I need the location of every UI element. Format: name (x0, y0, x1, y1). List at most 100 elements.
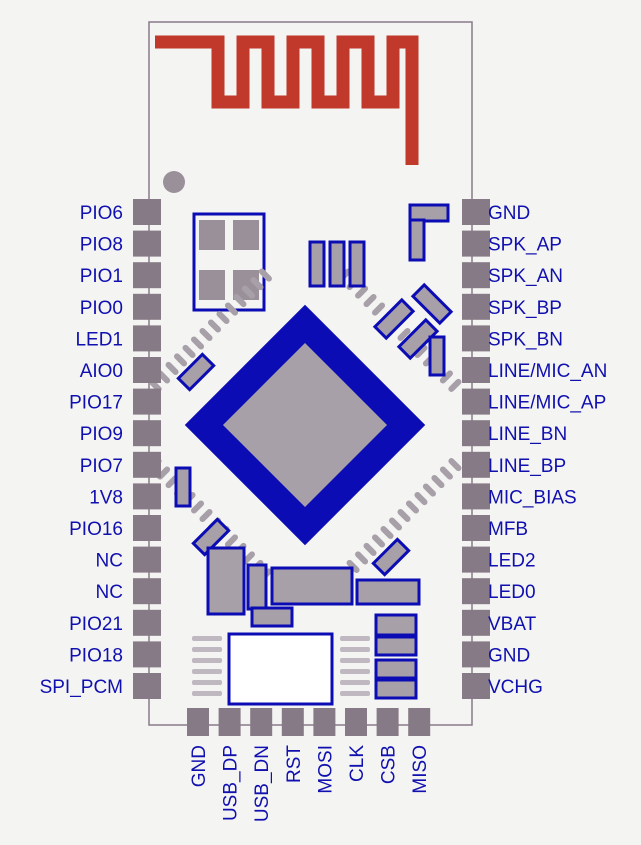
smd-component (308, 240, 326, 288)
flash-pin (340, 669, 370, 674)
flash-pin (192, 669, 222, 674)
bottom-pin-label: MISO (410, 745, 431, 794)
bottom-pad (250, 708, 273, 736)
chip-pin (174, 353, 188, 367)
left-pad (133, 515, 161, 541)
chip-pin (448, 458, 462, 472)
left-pad (133, 420, 161, 447)
bottom-pin-label: CLK (347, 745, 368, 782)
right-pad (462, 199, 490, 225)
chip-pin (414, 344, 428, 358)
smd-component (191, 517, 231, 557)
antenna-trace (155, 35, 419, 165)
chip-pin (199, 327, 213, 342)
chip-pin (439, 466, 453, 480)
chip-pin (346, 559, 360, 573)
left-pad (133, 293, 161, 320)
flash-pin (192, 658, 222, 663)
right-pin-label: LINE_BN (488, 424, 567, 445)
left-pin-label: LED1 (75, 329, 123, 350)
left-pin-label: PIO21 (69, 614, 123, 635)
chip-pin (190, 500, 205, 514)
right-pad (462, 325, 490, 352)
smd-component (374, 635, 418, 657)
right-pad (462, 641, 490, 668)
chip-pin (397, 508, 411, 523)
main-chip (184, 304, 426, 546)
left-pad (133, 199, 161, 225)
right-pad (462, 420, 490, 447)
chip-pin (224, 534, 238, 548)
left-pin-label: PIO1 (80, 266, 123, 287)
chip-pin (258, 268, 272, 282)
chip-pin (355, 285, 369, 299)
left-pad (133, 673, 161, 699)
left-pin-label: PIO17 (69, 393, 123, 414)
left-pin-label: PIO7 (80, 456, 123, 477)
flash-pin (192, 680, 222, 685)
right-pin-label: GND (488, 645, 530, 666)
chip-pin (216, 310, 230, 325)
chip-pin (233, 294, 247, 308)
chip-pin (372, 302, 386, 316)
right-pad (462, 515, 490, 541)
bottom-pad (281, 708, 304, 736)
bottom-pad (218, 708, 241, 736)
chip-pin (207, 319, 222, 333)
right-pad (462, 388, 490, 415)
left-pin-label: PIO18 (69, 645, 123, 666)
right-pad (462, 293, 490, 320)
left-pad (133, 262, 161, 289)
chip-pin (355, 551, 369, 565)
chip-pin (372, 534, 386, 548)
flash-pin (340, 691, 370, 696)
right-pin-label: MIC_BIAS (488, 487, 577, 508)
smd-component (348, 240, 366, 288)
flash-pin (340, 658, 370, 663)
smd-component (270, 566, 354, 606)
smd-component (396, 317, 440, 361)
right-pad (462, 262, 490, 289)
left-pad (133, 546, 161, 573)
left-pin-label: PIO8 (80, 235, 123, 256)
bottom-pad (345, 708, 367, 736)
smd-component (328, 240, 346, 288)
left-pin-label: PIO6 (80, 203, 123, 224)
right-pad (462, 357, 490, 383)
right-pin-label: LINE/MIC_AN (488, 361, 607, 382)
left-pad (133, 609, 161, 636)
pin1-marker (163, 171, 185, 193)
flash-pin (340, 680, 370, 685)
smd-component (355, 578, 421, 606)
bottom-pad (408, 708, 431, 736)
chip-pin (241, 285, 255, 299)
flash-pin (192, 691, 222, 696)
right-pad (462, 673, 490, 699)
right-pin-label: MFB (488, 519, 528, 540)
left-pin-label: NC (96, 551, 123, 572)
left-pin-label: SPI_PCM (40, 677, 123, 698)
chip-pin (448, 378, 462, 392)
right-pin-label: SPK_AP (488, 235, 562, 256)
bottom-pin-label: GND (189, 745, 210, 787)
chip-pin (397, 327, 411, 342)
right-pin-label: SPK_BN (488, 329, 563, 350)
left-pin-label: AIO0 (80, 361, 123, 382)
flash-chip (227, 632, 334, 706)
right-pin-label: VBAT (488, 614, 537, 635)
bottom-pad (313, 708, 336, 736)
chip-pin (380, 525, 394, 540)
right-pin-label: GND (488, 203, 530, 224)
smd-component (374, 678, 418, 700)
smd-component (371, 537, 411, 577)
left-pad (133, 388, 161, 415)
chip-pin (363, 542, 377, 556)
left-pad (133, 641, 161, 668)
chip-pin (414, 492, 428, 506)
left-pad (133, 230, 161, 257)
chip-pin (182, 344, 196, 358)
chip-pin (363, 294, 377, 308)
right-pin-label: LINE/MIC_AP (488, 393, 606, 414)
smd-component (372, 297, 416, 341)
